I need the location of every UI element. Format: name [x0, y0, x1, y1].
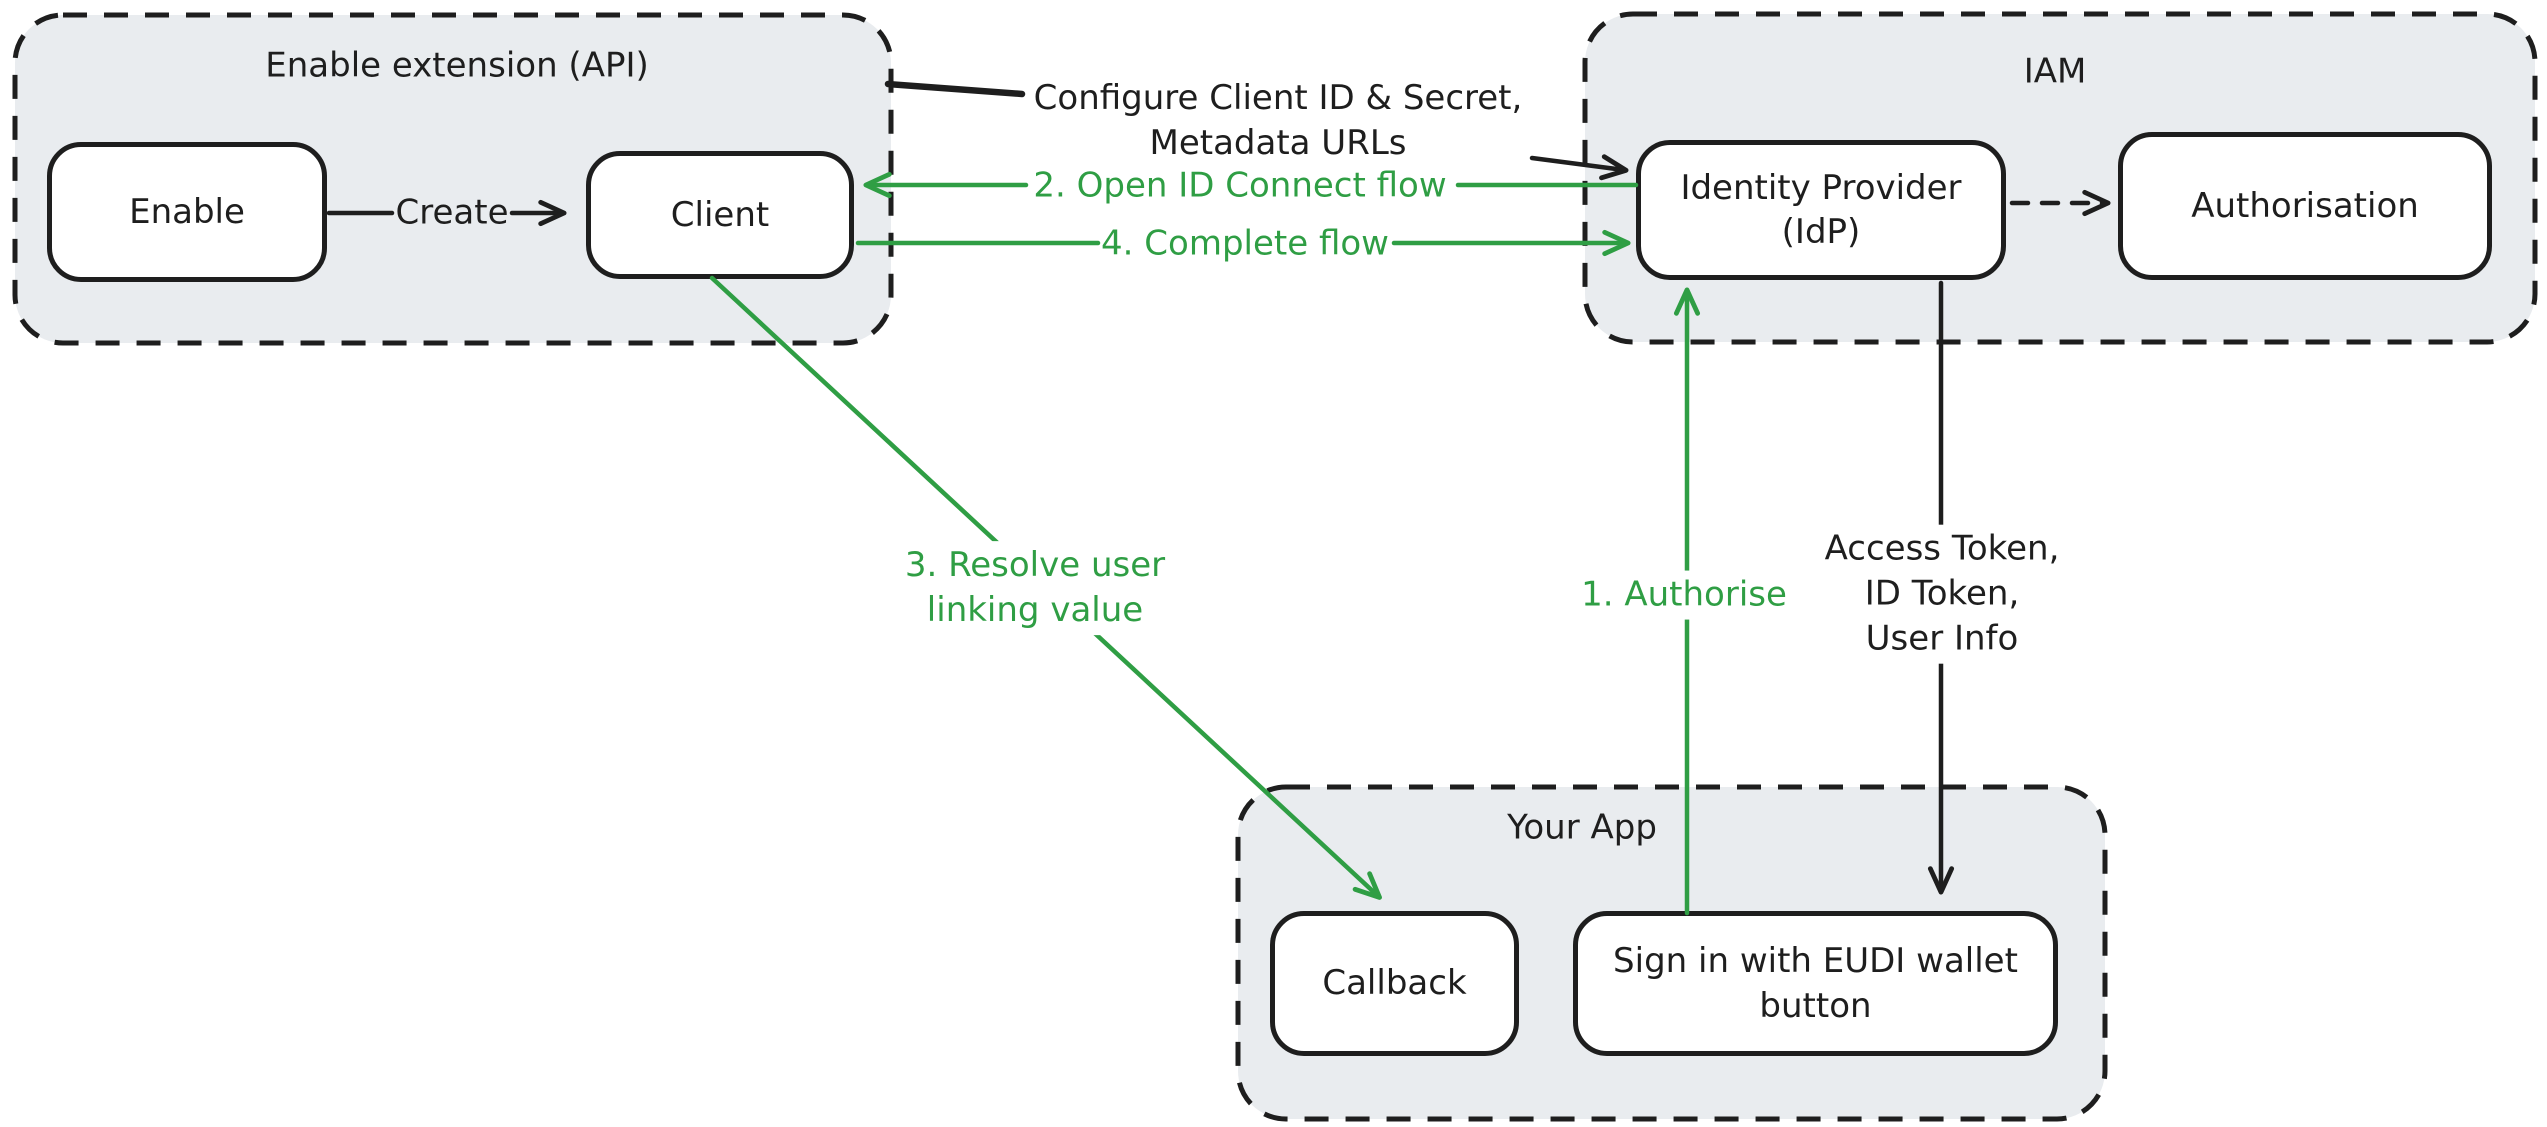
container-iam-title: IAM [2023, 51, 2087, 92]
node-identity-provider-label: Identity Provider (IdP) [1680, 167, 1962, 252]
node-identity-provider: Identity Provider (IdP) [1636, 140, 2006, 280]
node-callback: Callback [1270, 911, 1519, 1056]
edge-configure-label: Configure Client ID & Secret, Metadata U… [1033, 78, 1523, 163]
node-enable-label: Enable [129, 191, 245, 232]
edge-configure-arrow [1529, 154, 1629, 181]
node-callback-label: Callback [1322, 963, 1467, 1004]
edge-complete-label: 4. Complete flow [1101, 223, 1389, 264]
edge-tokens-label: Access Token, ID Token, User Info [1810, 524, 2074, 664]
node-enable: Enable [47, 142, 327, 282]
edge-resolve-label: 3. Resolve user linking value [890, 541, 1180, 635]
edge-authorise-label: 1. Authorise [1567, 570, 1801, 620]
node-authorisation: Authorisation [2118, 132, 2492, 280]
edge-configure-line [884, 80, 1026, 98]
node-signin-button: Sign in with EUDI wallet button [1573, 911, 2058, 1056]
node-client: Client [586, 151, 854, 279]
edge-openid-label: 2. Open ID Connect flow [1033, 165, 1447, 206]
container-enable-extension-title: Enable extension (API) [265, 45, 649, 86]
edge-create-label: Create [395, 192, 509, 233]
node-signin-button-label: Sign in with EUDI wallet button [1613, 941, 2018, 1026]
node-authorisation-label: Authorisation [2191, 185, 2419, 226]
node-client-label: Client [670, 194, 770, 235]
container-your-app-title: Your App [1507, 807, 1657, 848]
